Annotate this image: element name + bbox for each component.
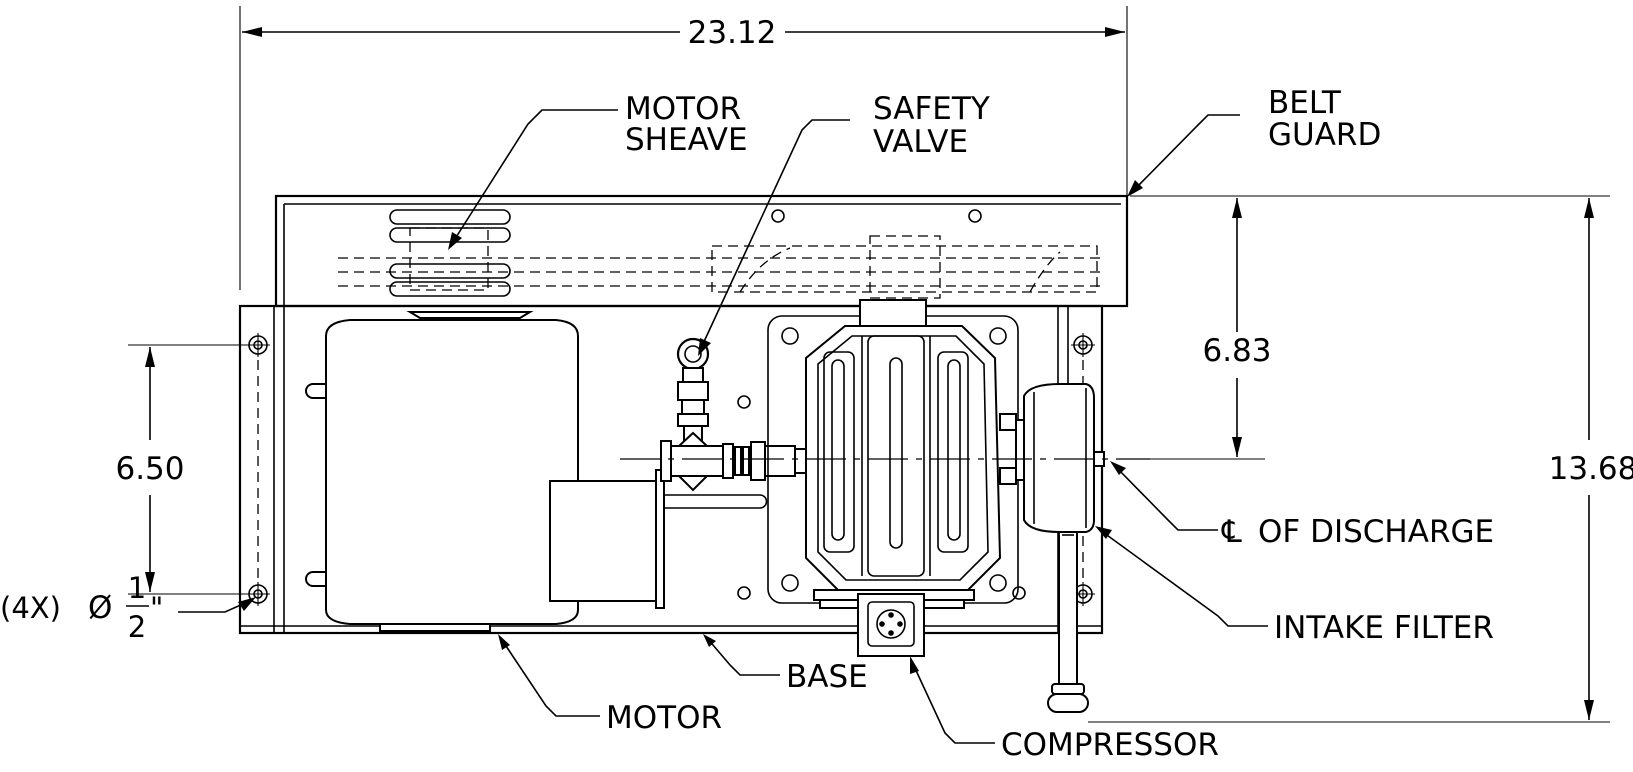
dimension-discharge-height: 6.83 (1130, 195, 1272, 460)
safety-valve (676, 337, 710, 441)
dimension-overall-width: 23.12 (239, 6, 1128, 290)
motor (305, 311, 768, 632)
leader-intake-filter (1095, 526, 1268, 627)
leader-compressor (910, 656, 995, 744)
label-discharge: OF DISCHARGE (1258, 514, 1494, 550)
dim-discharge-height-text: 6.83 (1202, 333, 1271, 369)
mount-hole-bottom-left (246, 582, 270, 606)
label-motor-sheave-1: MOTOR (625, 91, 741, 127)
leader-motor-sheave (448, 109, 618, 250)
compressor (737, 299, 1026, 657)
centerline-symbol: ℄ (1221, 514, 1242, 550)
leader-base (703, 634, 780, 676)
hole-note-denominator: 2 (128, 610, 146, 644)
intake-filter (1023, 383, 1105, 713)
dim-overall-width-text: 23.12 (688, 15, 777, 51)
label-base: BASE (786, 659, 868, 695)
dim-overall-height-text: 13.68 (1549, 451, 1633, 487)
label-motor: MOTOR (606, 700, 722, 736)
label-intake-filter: INTAKE FILTER (1274, 610, 1494, 646)
dim-mount-spacing-text: 6.50 (115, 451, 184, 487)
mount-hole-top-right (1071, 333, 1095, 357)
label-compressor: COMPRESSOR (1001, 727, 1219, 763)
dimension-overall-height: 13.68 (1088, 195, 1633, 723)
dimension-mount-spacing: 6.50 (115, 344, 248, 595)
label-safety-valve-2: VALVE (873, 124, 968, 160)
hole-note-unit: " (150, 591, 163, 625)
label-safety-valve-1: SAFETY (873, 91, 990, 127)
mount-hole-top-left (246, 333, 270, 357)
leader-motor (498, 634, 600, 717)
hole-note: (4X) Ø 1 2 " (0, 571, 256, 644)
hole-note-prefix: (4X) (0, 591, 61, 625)
leader-belt-guard (1127, 114, 1240, 197)
leader-discharge (1110, 461, 1218, 531)
label-motor-sheave-2: SHEAVE (625, 122, 748, 158)
hole-note-numerator: 1 (128, 571, 146, 605)
leader-safety-valve (698, 119, 850, 356)
belt-guard (274, 194, 1129, 308)
diameter-symbol: Ø (88, 590, 112, 626)
discharge-pipe (660, 431, 821, 492)
label-belt-guard-1: BELT (1268, 85, 1342, 121)
label-belt-guard-2: GUARD (1268, 117, 1381, 153)
